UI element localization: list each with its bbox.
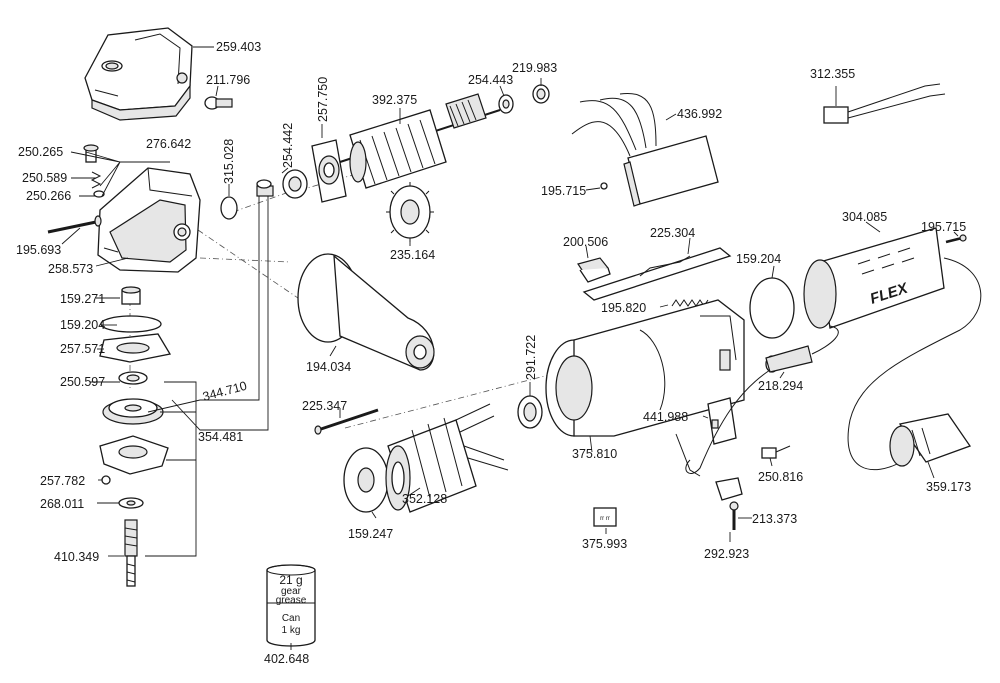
- label-312355: 312.355: [810, 67, 855, 81]
- grease-can-line5: 1 kg: [282, 625, 301, 636]
- label-250265: 250.265: [18, 145, 63, 159]
- label-359173: 359.173: [926, 480, 971, 494]
- ring-291722-part: [517, 395, 543, 429]
- label-257782: 257.782: [40, 474, 85, 488]
- bearing-flange-lower-part: [99, 435, 169, 475]
- part-number-labels: 259.403 211.796 250.265 276.642 250.589 …: [16, 40, 971, 666]
- gear-housing-part: [97, 167, 201, 273]
- label-250589: 250.589: [22, 171, 67, 185]
- screw-195715-right-part: [945, 234, 967, 244]
- brush-holder-marking: rr rr: [600, 516, 610, 522]
- bearing-254443-part: [498, 94, 514, 114]
- grease-can-line3: grease: [276, 595, 307, 606]
- label-268011: 268.011: [40, 497, 84, 511]
- label-250597: 250.597: [60, 375, 105, 389]
- label-194034: 194.034: [306, 360, 351, 374]
- grease-can-part: 21 g gear grease Can 1 kg: [266, 564, 316, 647]
- label-159271: 159.271: [60, 292, 105, 306]
- label-354481: 354.481: [198, 430, 243, 444]
- lock-button-parts: [83, 144, 105, 198]
- clamp-part: [715, 477, 743, 530]
- label-250266: 250.266: [26, 189, 71, 203]
- label-235164: 235.164: [390, 248, 435, 262]
- fuse-part: [823, 83, 946, 124]
- bolt-part: [256, 179, 274, 197]
- label-375810: 375.810: [572, 447, 617, 461]
- nut-250597-part: [118, 371, 148, 385]
- label-254443: 254.443: [468, 73, 513, 87]
- label-352128: 352.128: [402, 492, 447, 506]
- label-195715-b: 195.715: [921, 220, 966, 234]
- motor-housing-part: [545, 299, 745, 437]
- label-213373: 213.373: [752, 512, 797, 526]
- o-ring-159204-part: [100, 315, 162, 333]
- label-218294: 218.294: [758, 379, 803, 393]
- o-ring-159204-right-part: [749, 277, 795, 339]
- label-402648: 402.648: [264, 652, 309, 666]
- label-257750: 257.750: [316, 77, 330, 122]
- label-441988: 441.988: [643, 410, 688, 424]
- label-225304: 225.304: [650, 226, 695, 240]
- washer-159247-part: [343, 447, 389, 513]
- label-436992: 436.992: [677, 107, 722, 121]
- label-315028: 315.028: [222, 139, 236, 184]
- bevel-gear-part: [102, 398, 164, 425]
- label-159204-b: 159.204: [736, 252, 781, 266]
- label-254442-a: 254.442: [281, 123, 295, 168]
- spacer-159271-part: [121, 286, 141, 305]
- label-258573: 258.573: [48, 262, 93, 276]
- bearing-flange-part: [311, 139, 347, 203]
- head-cover-part: [84, 27, 193, 121]
- rear-cover-part: FLEX: [803, 227, 945, 329]
- label-304085: 304.085: [842, 210, 887, 224]
- screw-211796-part: [204, 96, 233, 110]
- label-195715-a: 195.715: [541, 184, 586, 198]
- washer-268011-part: [118, 497, 144, 509]
- grease-can-line1: 21 g: [279, 573, 302, 587]
- switch-441988-part: [675, 397, 737, 477]
- plate-257571-part: [99, 333, 172, 363]
- label-211796: 211.796: [206, 73, 250, 87]
- side-handle-part: [297, 253, 435, 371]
- label-200506: 200.506: [563, 235, 608, 249]
- cable-clamp-part: [761, 445, 791, 459]
- label-375993: 375.993: [582, 537, 627, 551]
- label-291722: 291.722: [524, 335, 538, 380]
- grease-can-line2: gear: [281, 586, 302, 597]
- label-225347: 225.347: [302, 399, 347, 413]
- electronic-module-part: [571, 92, 719, 207]
- label-276642: 276.642: [146, 137, 191, 151]
- label-292923: 292.923: [704, 547, 749, 561]
- label-195820: 195.820: [601, 301, 646, 315]
- leader-lines: [61, 46, 959, 650]
- switch-button-part: [577, 257, 611, 283]
- screw-195693-part: [47, 215, 102, 234]
- plug-part: [889, 413, 972, 467]
- fan-part: [386, 182, 434, 242]
- label-159204-a: 159.204: [60, 318, 105, 332]
- switch-rod-part: [582, 247, 732, 301]
- label-259403: 259.403: [216, 40, 261, 54]
- label-159247: 159.247: [348, 527, 393, 541]
- brush-holder-part: rr rr: [593, 507, 617, 527]
- bearing-254442-part: [282, 169, 308, 199]
- grease-can-line4: Can: [282, 613, 300, 624]
- label-219983: 219.983: [512, 61, 557, 75]
- label-257571: 257.571: [60, 342, 105, 356]
- bearing-cap-219983-part: [532, 84, 550, 104]
- spring-195820-part: [671, 299, 709, 307]
- power-cable-part: [685, 257, 982, 474]
- o-ring-315028-part: [220, 196, 238, 220]
- label-410349: 410.349: [54, 550, 99, 564]
- label-195693: 195.693: [16, 243, 61, 257]
- screw-257782-part: [101, 475, 111, 485]
- stator-part: [385, 403, 509, 513]
- screw-225347-part: [314, 408, 379, 435]
- spindle-part: [124, 519, 138, 587]
- label-392375: 392.375: [372, 93, 417, 107]
- armature-part: [339, 93, 501, 189]
- label-250816: 250.816: [758, 470, 803, 484]
